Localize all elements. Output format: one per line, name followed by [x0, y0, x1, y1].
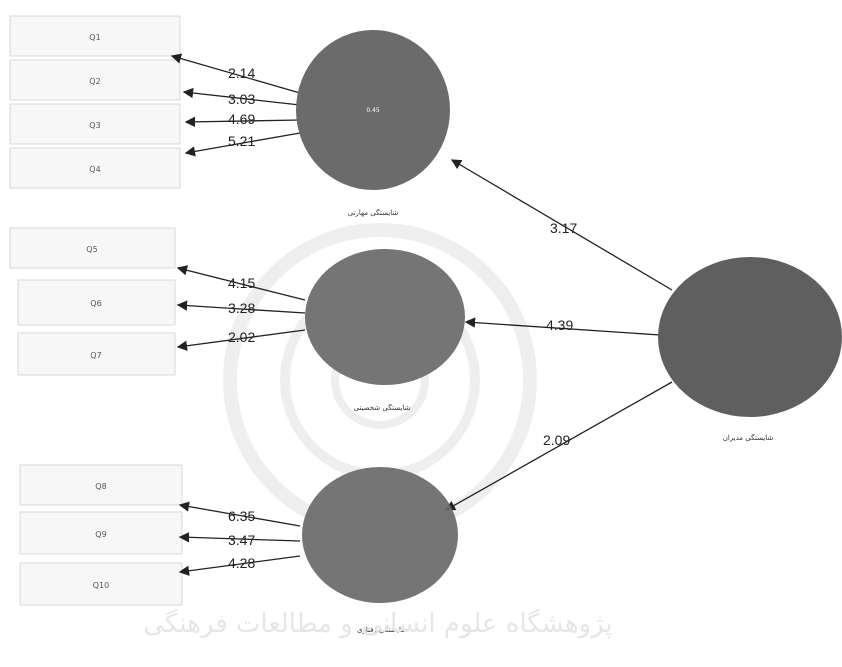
indicator-box — [9, 59, 181, 101]
loading-value: 5.21 — [228, 133, 255, 149]
loading-arrow — [182, 87, 301, 106]
loading-value: 4.28 — [228, 555, 255, 571]
watermark-text: پژوهشگاه علوم انسانی و مطالعات فرهنگی — [143, 608, 612, 639]
loading-arrow — [178, 532, 301, 543]
indicator-label: Q7 — [90, 351, 101, 360]
indicator-label: Q4 — [89, 165, 100, 174]
construct-label-1: شایستگی مهارتی — [348, 208, 399, 217]
indicator-group-2: Q5 Q6 Q7 — [9, 227, 176, 376]
loading-arrow — [176, 265, 306, 301]
path-value: 4.39 — [546, 317, 573, 333]
loading-arrow — [178, 501, 301, 527]
indicator-box — [9, 147, 181, 189]
main-construct-circle — [658, 257, 842, 417]
loading-arrow — [176, 329, 306, 351]
path-arrow — [444, 381, 673, 511]
indicator-box — [9, 103, 181, 145]
indicator-box — [19, 511, 183, 555]
indicator-group-3: Q8 Q9 Q10 — [19, 464, 183, 606]
indicator-label: Q6 — [90, 299, 101, 308]
main-construct-label: شایستگی مدیران — [723, 433, 774, 442]
construct-circle-2 — [305, 249, 465, 385]
indicator-box — [17, 332, 176, 376]
construct-inner-value: 0.45 — [366, 107, 380, 114]
loading-arrow — [184, 116, 301, 128]
loading-arrow — [170, 53, 301, 94]
loading-arrow — [178, 555, 301, 576]
loading-value: 2.02 — [228, 329, 255, 345]
path-value: 3.17 — [550, 220, 577, 236]
indicator-box — [19, 562, 183, 606]
loading-arrow — [176, 300, 306, 314]
indicator-box — [19, 464, 183, 506]
construct-label-3: شایستگی رفتاری — [357, 625, 407, 634]
path-arrow — [450, 159, 673, 291]
loading-value: 3.03 — [228, 91, 255, 107]
construct-label-2: شایستگی شخصیتی — [354, 403, 411, 412]
loading-value: 4.15 — [228, 275, 255, 291]
indicator-box — [9, 15, 181, 57]
indicator-label: Q1 — [89, 33, 100, 42]
loading-value: 4.69 — [228, 111, 255, 127]
indicator-box — [17, 279, 176, 326]
loading-arrow — [184, 132, 301, 157]
indicator-group-1: Q1 Q2 Q3 Q4 — [9, 15, 181, 189]
loading-value: 3.47 — [228, 532, 255, 548]
indicator-label: Q9 — [95, 530, 106, 539]
indicator-label: Q2 — [89, 77, 100, 86]
path-arrow — [464, 317, 661, 336]
loading-value: 3.28 — [228, 300, 255, 316]
loading-arrows — [170, 53, 306, 576]
path-value: 2.09 — [543, 432, 570, 448]
indicator-label: Q10 — [93, 581, 109, 590]
construct-circle-3 — [302, 467, 458, 603]
indicator-label: Q5 — [86, 245, 97, 254]
indicator-box — [9, 227, 176, 269]
construct-circle-1 — [296, 30, 450, 190]
indicator-label: Q8 — [95, 482, 106, 491]
loading-value: 6.35 — [228, 508, 255, 524]
loading-value: 2.14 — [228, 65, 255, 81]
path-arrows — [444, 159, 673, 511]
indicator-label: Q3 — [89, 121, 100, 130]
